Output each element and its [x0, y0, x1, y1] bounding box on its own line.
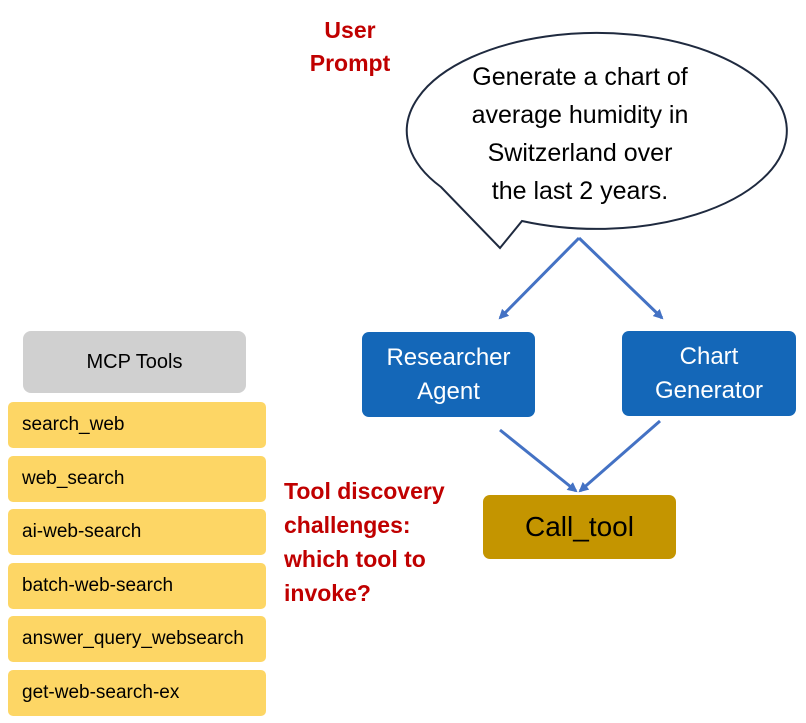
chart-generator-node: Chart Generator [622, 331, 796, 416]
tool-item-answer-query-websearch: answer_query_websearch [8, 616, 266, 662]
tool-item-search-web: search_web [8, 402, 266, 448]
arrow-researcher-to-call-tool [499, 428, 578, 493]
arrow-prompt-to-chart-generator [577, 236, 664, 320]
tool-item-ai-web-search: ai-web-search [8, 509, 266, 555]
researcher-agent-node: Researcher Agent [362, 332, 535, 417]
tool-discovery-note: Tool discovery challenges: which tool to… [284, 478, 445, 606]
arrow-prompt-to-researcher [498, 236, 581, 320]
tool-item-get-web-search-ex: get-web-search-ex [8, 669, 266, 716]
tool-item-batch-web-search: batch-web-search [8, 562, 266, 609]
mcp-tools-header: MCP Tools [23, 331, 246, 393]
mcp-tools-list: search_web web_search ai-web-search batc… [8, 402, 266, 723]
tool-item-web-search: web_search [8, 455, 266, 502]
user-prompt-label: User Prompt [309, 17, 391, 76]
user-prompt-text: Generate a chart of average humidity in … [471, 63, 689, 205]
arrow-chart-generator-to-call-tool [578, 419, 661, 493]
call-tool-node: Call_tool [483, 495, 676, 559]
